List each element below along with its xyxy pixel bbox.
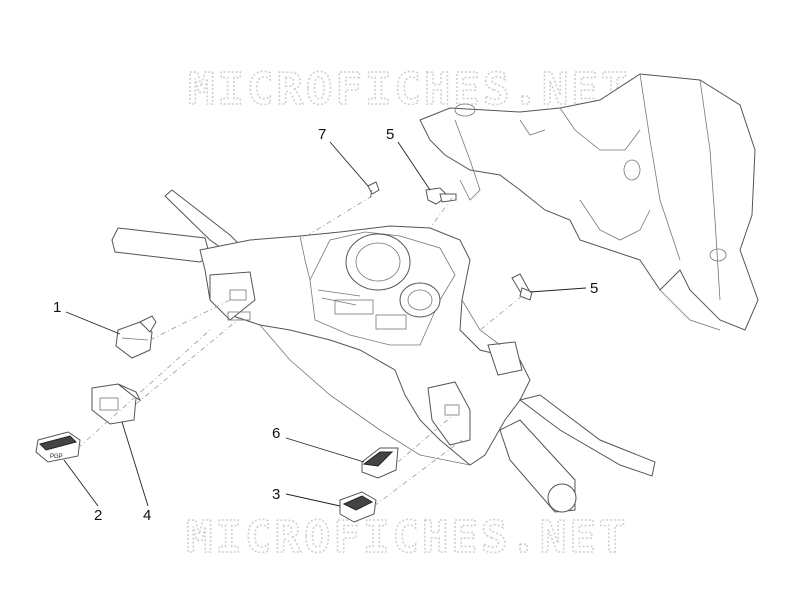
part-6-switch: [361, 447, 399, 479]
part-3-switch: [339, 491, 377, 523]
callout-3: 3: [272, 486, 280, 503]
callout-7: 7: [318, 126, 326, 143]
watermark-bottom: MICROFICHES.NET: [186, 512, 628, 563]
part-5-bulb-upper: [425, 187, 457, 205]
callout-5-right: 5: [590, 280, 598, 297]
callout-2: 2: [94, 507, 102, 524]
rear-handlebar-cover: [419, 73, 759, 331]
leader-lines: [63, 141, 587, 507]
callout-6: 6: [272, 425, 280, 442]
handlebar-assembly: [111, 189, 656, 513]
watermark-top: MICROFICHES.NET: [188, 64, 630, 115]
callout-4: 4: [143, 507, 151, 524]
callout-5-upper: 5: [386, 126, 394, 143]
part-2-switch: PGP: [35, 431, 81, 463]
callout-1: 1: [53, 299, 61, 316]
assembly-lines: [77, 195, 523, 507]
part-7-screw: [367, 181, 380, 199]
part-4-switch-housing: [91, 383, 142, 425]
part-1-switch-bracket: [115, 315, 157, 359]
switch-marking: PGP: [50, 454, 63, 460]
part-5-bulb-lower: [511, 273, 533, 301]
